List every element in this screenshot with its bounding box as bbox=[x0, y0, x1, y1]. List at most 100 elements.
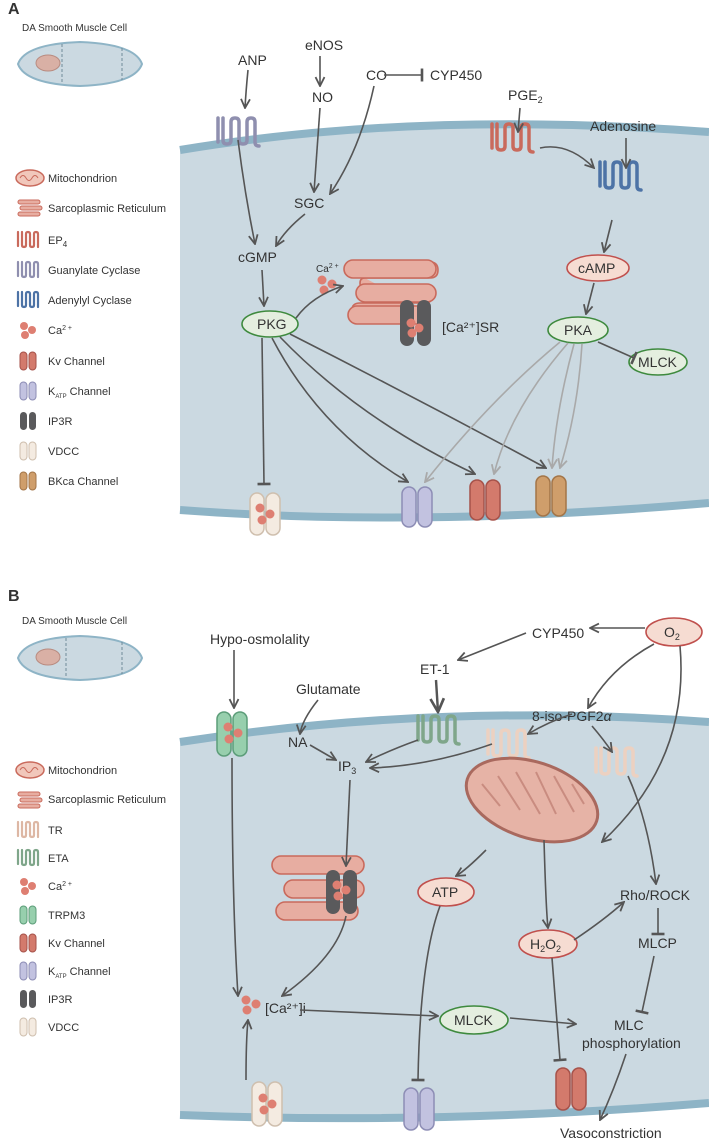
legend-b-vdcc: VDCC bbox=[48, 1022, 79, 1034]
legend-ca: Ca2 + bbox=[48, 325, 72, 337]
node-na: NA bbox=[288, 734, 308, 750]
legend-b-trpm3: TRPM3 bbox=[48, 910, 85, 922]
calcium-icon bbox=[20, 322, 36, 339]
mitochondrion-icon bbox=[15, 169, 45, 187]
node-cgmp: cGMP bbox=[238, 249, 277, 265]
legend-ac: Adenylyl Cyclase bbox=[48, 295, 132, 307]
arrows-a bbox=[237, 56, 638, 486]
legend-ip3r: IP3R bbox=[48, 416, 73, 428]
legend-a: Mitochondrion Sarcoplasmic Reticulum EP4… bbox=[15, 169, 166, 491]
eta-icon bbox=[16, 848, 40, 867]
vdcc-channel-a bbox=[249, 492, 281, 536]
node-ca-a: Ca2 + bbox=[316, 263, 339, 275]
node-camp: cAMP bbox=[578, 260, 615, 276]
cell-b bbox=[179, 711, 709, 1123]
node-ca-sr: [Ca²⁺]SR bbox=[442, 319, 499, 335]
legend-b-katp: KATP Channel bbox=[48, 966, 111, 980]
node-camp-oval bbox=[566, 254, 630, 282]
node-atp: ATP bbox=[432, 884, 458, 900]
trpm3-channel bbox=[216, 711, 248, 757]
bkca-channel-icon bbox=[19, 471, 37, 491]
calcium-icon-b bbox=[20, 878, 36, 895]
vdcc-icon bbox=[19, 441, 37, 461]
calcium-cluster-b bbox=[241, 995, 261, 1015]
ip3r-icon-b bbox=[20, 990, 36, 1008]
ip3r-channel-b bbox=[326, 870, 357, 914]
katp-channel-icon-b bbox=[19, 961, 37, 981]
legend-b: Mitochondrion Sarcoplasmic Reticulum TR … bbox=[15, 761, 166, 1037]
node-ip3: IP3 bbox=[338, 758, 356, 776]
node-mlck-oval-a bbox=[628, 348, 688, 376]
panel-a: A DA Smooth Muscle Cell Mitochondrion Sa… bbox=[8, 1, 709, 536]
kv-channel-icon-b bbox=[19, 933, 37, 953]
node-cyp450-b: CYP450 bbox=[532, 625, 584, 641]
legend-ep4: EP4 bbox=[48, 235, 68, 249]
legend-gc: Guanylate Cyclase bbox=[48, 265, 140, 277]
node-h2o2-oval bbox=[518, 929, 578, 959]
adenylyl-cyclase-icon bbox=[16, 290, 40, 309]
katp-channel-icon bbox=[19, 381, 37, 401]
cell-icon bbox=[16, 40, 144, 88]
mitochondrion-b bbox=[464, 756, 600, 844]
node-pka-oval bbox=[547, 316, 609, 344]
vdcc-channel-b bbox=[251, 1081, 283, 1127]
ip3r-icon bbox=[20, 412, 36, 430]
guanylate-cyclase-icon bbox=[16, 260, 40, 279]
node-pge2: PGE2 bbox=[508, 87, 543, 105]
panel-a-label: A bbox=[8, 1, 20, 18]
kv-channel-icon bbox=[19, 351, 37, 371]
legend-b-tr: TR bbox=[48, 825, 63, 837]
node-mlc-phosphorylation: phosphorylation bbox=[582, 1035, 681, 1051]
tr-icon bbox=[16, 820, 40, 839]
node-o2: O2 bbox=[664, 624, 680, 642]
katp-channel-a bbox=[401, 486, 433, 528]
mitochondrion-icon-b bbox=[15, 761, 45, 779]
panel-b-label: B bbox=[8, 588, 20, 605]
legend-sr: Sarcoplasmic Reticulum bbox=[48, 203, 166, 215]
node-cyp450: CYP450 bbox=[430, 67, 482, 83]
node-mlck-a: MLCK bbox=[638, 354, 678, 370]
legend-b-ip3r: IP3R bbox=[48, 994, 73, 1006]
cell-icon-b bbox=[16, 634, 144, 682]
node-8-iso-pgf2a: 8-iso-PGF2α bbox=[532, 708, 613, 724]
node-pkg-oval bbox=[241, 310, 299, 338]
node-mlck-b: MLCK bbox=[454, 1012, 494, 1028]
sarcoplasmic-reticulum-icon-b bbox=[17, 791, 43, 809]
bkca-channel-a bbox=[535, 475, 567, 517]
legend-b-mito: Mitochondrion bbox=[48, 765, 117, 777]
node-mlc: MLC bbox=[614, 1017, 644, 1033]
node-pkg: PKG bbox=[257, 316, 287, 332]
legend-mito: Mitochondrion bbox=[48, 173, 117, 185]
legend-b-kv: Kv Channel bbox=[48, 938, 105, 950]
panel-a-cell-title: DA Smooth Muscle Cell bbox=[22, 23, 127, 34]
node-co: CO bbox=[366, 67, 387, 83]
panel-b-cell-title: DA Smooth Muscle Cell bbox=[22, 616, 127, 627]
ip3r-channel-a bbox=[400, 300, 431, 346]
node-enos: eNOS bbox=[305, 37, 343, 53]
legend-b-ca: Ca2 + bbox=[48, 881, 72, 893]
kv-channel-a bbox=[469, 479, 501, 521]
legend-kv: Kv Channel bbox=[48, 356, 105, 368]
node-o2-oval bbox=[645, 617, 703, 647]
node-hypo-osmolality: Hypo-osmolality bbox=[210, 631, 310, 647]
vdcc-icon-b bbox=[19, 1017, 37, 1037]
legend-b-sr: Sarcoplasmic Reticulum bbox=[48, 794, 166, 806]
node-adenosine: Adenosine bbox=[590, 118, 656, 134]
node-et1: ET-1 bbox=[420, 661, 450, 677]
node-atp-oval bbox=[417, 877, 475, 907]
node-pka: PKA bbox=[564, 322, 593, 338]
ep4-icon bbox=[16, 230, 40, 249]
node-no: NO bbox=[312, 89, 333, 105]
arrows-b bbox=[232, 628, 682, 1120]
katp-channel-b bbox=[403, 1087, 435, 1131]
legend-b-eta: ETA bbox=[48, 853, 69, 865]
node-ca-i: [Ca²⁺]i bbox=[265, 1000, 306, 1016]
node-h2o2: H2O2 bbox=[530, 936, 561, 954]
node-mlcp: MLCP bbox=[638, 935, 677, 951]
trpm3-icon bbox=[19, 905, 37, 925]
node-mlck-oval-b bbox=[439, 1005, 509, 1035]
panel-b: B DA Smooth Muscle Cell Mitochondrion Sa… bbox=[8, 588, 709, 1141]
node-anp: ANP bbox=[238, 52, 267, 68]
legend-katp: KATP Channel bbox=[48, 386, 111, 400]
